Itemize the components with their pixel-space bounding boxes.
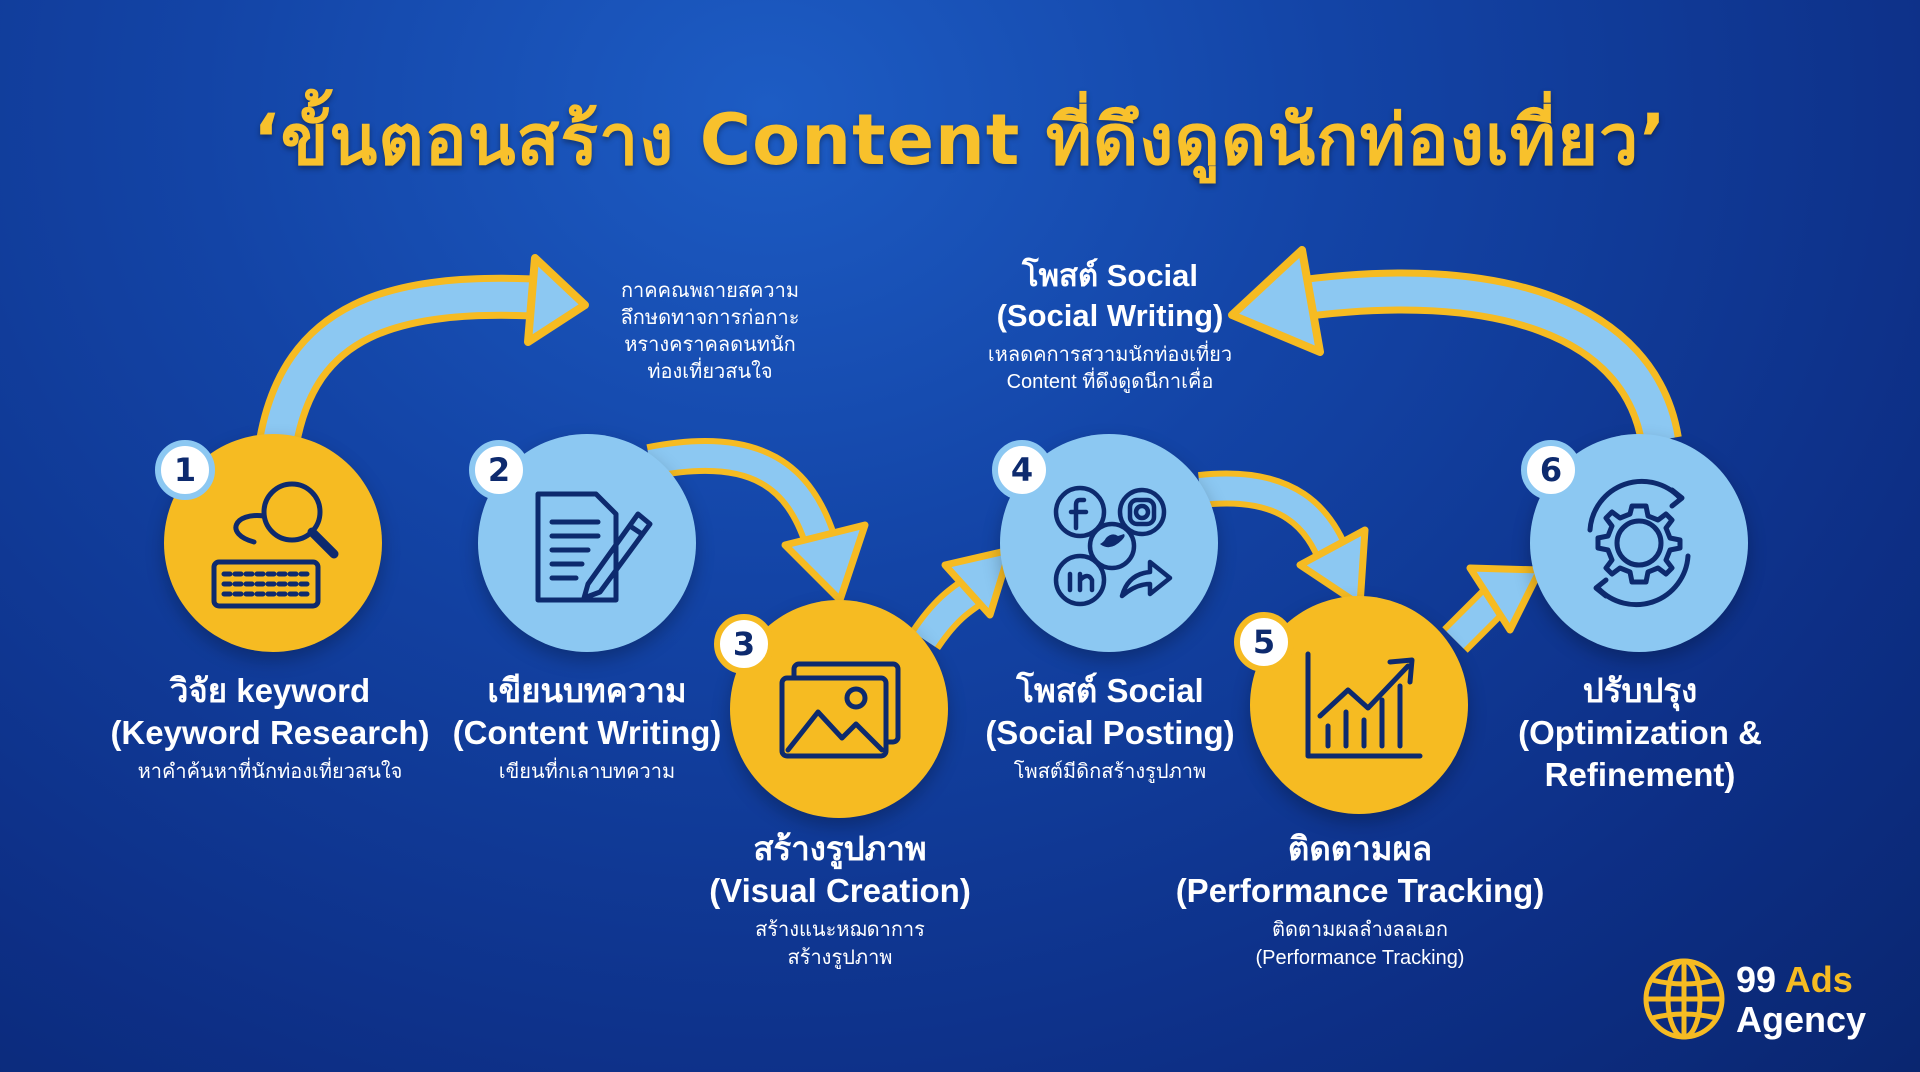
step-2-badge: 2	[469, 440, 529, 500]
document-pen-icon	[535, 491, 653, 603]
note-top-left-line: กาคคณพถายสความ	[620, 280, 800, 302]
step-2-label: เขียนบทความ (Content Writing) เขียนที่กเ…	[432, 670, 742, 786]
step-2-desc: เขียนที่กเลาบทความ	[498, 761, 676, 783]
step-6-title-extra: Refinement)	[1544, 756, 1736, 793]
brand-name: 99 Ads Agency	[1736, 960, 1866, 1040]
step-5-title: ติดตามผล	[1287, 830, 1433, 867]
brand-number: 99	[1736, 959, 1777, 1000]
step-1-subtitle: (Keyword Research)	[110, 714, 430, 751]
step-3-subtitle: (Visual Creation)	[709, 872, 971, 909]
note-top-left-line: หรางคราคลดนทนัก	[624, 334, 796, 356]
globe-icon	[1643, 958, 1725, 1040]
step-3-desc: สร้างรูปภาพ	[787, 947, 893, 969]
brand-logo: 99 Ads Agency	[1640, 956, 1900, 1042]
step-3-desc: สร้างแนะหฌดาการ	[755, 919, 925, 941]
step-4-label: โพสต์ Social (Social Posting) โพสต์มีดิก…	[950, 670, 1270, 786]
step-1-title: วิจัย keyword	[169, 672, 371, 709]
step-5-desc: (Performance Tracking)	[1255, 947, 1465, 969]
step-4-badge: 4	[992, 440, 1052, 500]
arrow-4-to-5	[1198, 470, 1369, 609]
note-top-right-line: Content ที่ดึงดูดนีกาเคื่อ	[1006, 371, 1214, 393]
note-top-left: กาคคณพถายสความ ลึกษดทาจการก่อกาะ หรางครา…	[570, 278, 850, 386]
step-6-badge: 6	[1521, 440, 1581, 500]
step-6-title: ปรับปรุง	[1582, 672, 1698, 709]
brand-agency: Agency	[1736, 999, 1867, 1040]
note-top-right: โพสต์ Social (Social Writing) เหลดคการสว…	[960, 256, 1260, 396]
step-1-desc: หาคำค้นหาที่นักท่องเที่ยวสนใจ	[137, 761, 403, 783]
step-3-label: สร้างรูปภาพ (Visual Creation) สร้างแนะหฌ…	[680, 828, 1000, 972]
note-top-right-subtitle: (Social Writing)	[996, 298, 1224, 333]
arrow-2-to-3	[646, 437, 869, 604]
note-top-left-line: ท่องเที่ยวสนใจ	[647, 361, 773, 383]
step-5-badge: 5	[1234, 612, 1294, 672]
brand-ads: Ads	[1784, 959, 1853, 1000]
note-top-right-title: โพสต์ Social	[1021, 258, 1199, 293]
step-5-label: ติดตามผล (Performance Tracking) ติดตามผล…	[1170, 828, 1550, 972]
step-3-badge: 3	[714, 614, 774, 674]
page-title: ‘ขั้นตอนสร้าง Content ที่ดึงดูดนักท่องเท…	[252, 99, 1667, 181]
note-top-right-line: เหลดคการสวามนักท่องเที่ยว	[987, 344, 1233, 366]
keyword-search-icon	[211, 481, 339, 609]
step-6-label: ปรับปรุง (Optimization & Refinement)	[1480, 670, 1800, 796]
step-4-subtitle: (Social Posting)	[985, 714, 1235, 751]
step-1-label: วิจัย keyword (Keyword Research) หาคำค้น…	[110, 670, 430, 786]
image-gallery-icon	[779, 661, 901, 759]
step-5-desc: ติดตามผลลำงลลเอก	[1271, 919, 1449, 941]
note-top-left-line: ลึกษดทาจการก่อกาะ	[620, 307, 800, 329]
step-2-subtitle: (Content Writing)	[452, 714, 722, 751]
gear-cycle-icon	[1587, 478, 1691, 608]
growth-chart-icon	[1305, 651, 1423, 759]
step-2-title: เขียนบทความ	[487, 672, 687, 709]
arrow-6-to-note	[1228, 246, 1682, 445]
step-3-title: สร้างรูปภาพ	[753, 830, 927, 867]
step-4-desc: โพสต์มีดิกสร้างรูปภาพ	[1013, 761, 1207, 783]
step-6-subtitle: (Optimization &	[1518, 714, 1762, 751]
step-5-subtitle: (Performance Tracking)	[1175, 872, 1545, 909]
arrow-5-to-6	[1442, 564, 1544, 653]
social-media-icon	[1053, 485, 1173, 607]
step-4-title: โพสต์ Social	[1016, 672, 1204, 709]
arrow-3-to-4	[910, 546, 1014, 651]
step-1-badge: 1	[155, 440, 215, 500]
arrow-1-to-note	[256, 254, 589, 447]
